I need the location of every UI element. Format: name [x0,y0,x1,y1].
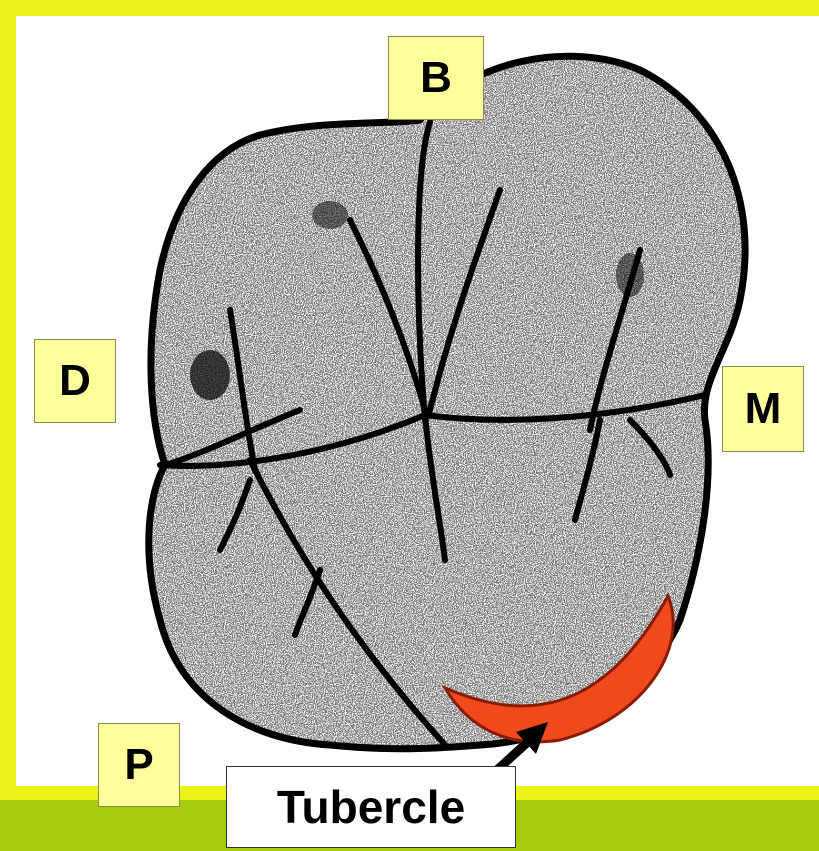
palatal-label: P [98,723,180,807]
distal-fossa-shadow [190,350,230,400]
mesial-fossa-shadow [616,253,644,297]
buccal-label: B [388,36,484,120]
tubercle-callout: Tubercle [226,766,516,848]
mesial-label: M [722,366,804,452]
central-fossa-shadow [312,201,348,229]
distal-label: D [34,339,116,423]
